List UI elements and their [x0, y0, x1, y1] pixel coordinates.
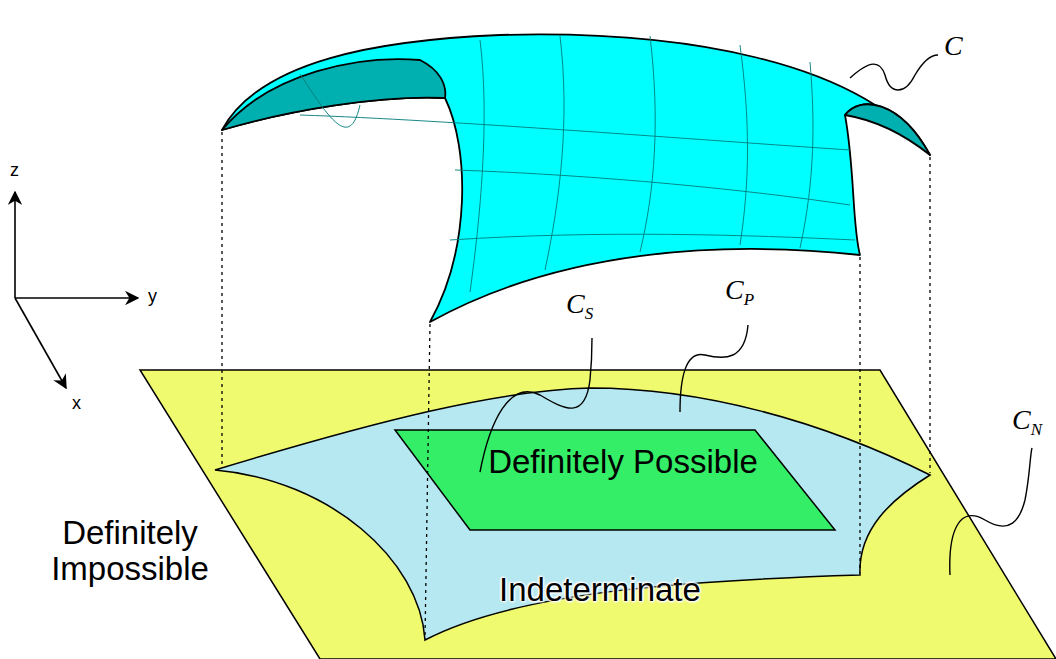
possible-region-shape: [395, 430, 835, 530]
region-label: Definitely Possible: [488, 444, 758, 480]
axis-label: z: [10, 160, 19, 181]
text-holder: Indeterminate: [440, 572, 760, 608]
surface-grid: [300, 36, 855, 292]
surface-inner-left: [222, 59, 445, 130]
grid-line: [455, 170, 850, 205]
callout-symbol: CN: [1012, 404, 1042, 440]
projection-line: [221, 132, 222, 468]
projection-lines: [222, 132, 930, 638]
projection-line: [425, 324, 430, 638]
leader-line: [480, 338, 592, 472]
surface-c: [222, 34, 930, 322]
leader-line: [680, 325, 748, 412]
impossible-plane-shape: [140, 370, 1056, 659]
axes: [15, 192, 138, 388]
indeterminate-region-shape: [215, 388, 930, 640]
leader-line: [850, 55, 938, 90]
impossible-plane: Definitely PossibleIndeterminateDefinite…: [10, 370, 1056, 659]
grid-line: [740, 45, 748, 245]
leader-lines: [480, 55, 1032, 575]
grid-line: [800, 62, 813, 248]
leader-line: [950, 448, 1032, 575]
grid-line: [300, 74, 360, 127]
projection-line: [859, 257, 860, 573]
region-label: Indeterminate: [499, 572, 701, 608]
text-holder: Definitely Possible: [478, 444, 768, 480]
callout-symbol: CP: [725, 274, 754, 310]
grid-line: [470, 40, 484, 292]
possible-region: Definitely Possible: [395, 430, 835, 530]
indeterminate-region: Definitely PossibleIndeterminate: [210, 385, 935, 645]
z-axis: [14, 192, 16, 298]
grid-line: [450, 234, 855, 240]
projection-line: [929, 157, 930, 473]
surface-face: [222, 34, 930, 322]
grid-line: [300, 115, 850, 150]
y-axis: [15, 297, 138, 299]
callout-symbol: C: [944, 30, 963, 66]
x-axis: [15, 298, 66, 388]
callout-symbol: CS: [566, 288, 593, 324]
surface-inner-right: [845, 104, 930, 155]
axis-label: x: [72, 393, 81, 414]
axis-label: y: [148, 286, 157, 307]
region-label: Definitely Impossible: [8, 515, 252, 586]
text-holder: Definitely Impossible: [8, 515, 252, 586]
grid-line: [640, 36, 655, 252]
